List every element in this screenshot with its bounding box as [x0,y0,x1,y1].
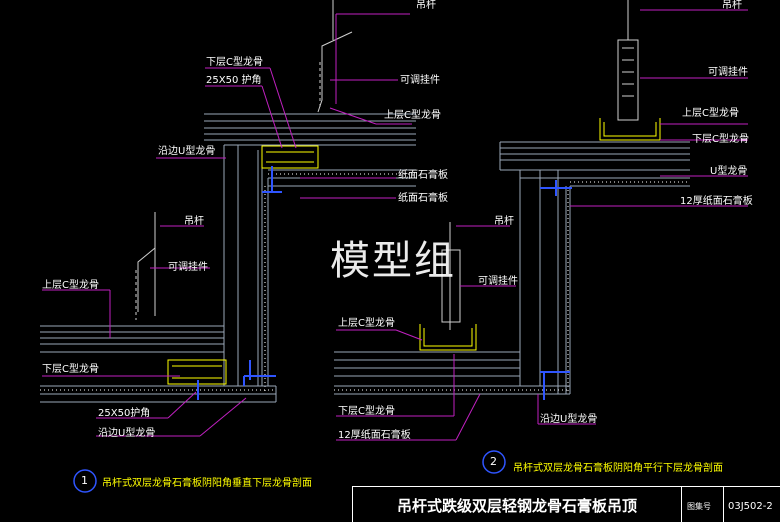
detail-1-marker [73,469,97,493]
label-12mm-board: 12厚纸面石膏板 [338,430,411,441]
label-gypsum-board: 纸面石膏板 [398,193,448,204]
label-angle-bead: 25X50 护角 [206,75,262,86]
title-block-divider [681,487,682,522]
label-upper-c-joist: 上层C型龙骨 [682,108,739,119]
label-edge-u-joist: 沿边U型龙骨 [98,428,156,439]
label-hanger-rod: 吊杆 [722,0,742,11]
label-lower-c-joist: 下层C型龙骨 [206,57,263,68]
adjustable-hanger-line [317,31,353,113]
left-detail-caption: 吊杆式双层龙骨石膏板阴阳角垂直下层龙骨剖面 [102,478,312,489]
watermark-text: 模型组 [330,238,456,284]
label-u-joist: U型龙骨 [710,166,748,177]
drawing-title: 吊杆式跌级双层轻钢龙骨石膏板吊顶 [397,497,638,515]
label-hanger-rod: 吊杆 [416,0,436,11]
label-12mm-board: 12厚纸面石膏板 [680,196,753,207]
label-adjustable-hanger: 可调挂件 [478,276,518,287]
label-adjustable-hanger: 可调挂件 [400,75,440,86]
label-hanger-rod: 吊杆 [494,216,514,227]
label-lower-c-joist: 下层C型龙骨 [338,406,395,417]
label-edge-u-joist: 沿边U型龙骨 [158,146,216,157]
label-upper-c-joist: 上层C型龙骨 [338,318,395,329]
label-lower-c-joist: 下层C型龙骨 [692,134,749,145]
right-detail-caption: 吊杆式双层龙骨石膏板阴阳角平行下层龙骨剖面 [513,463,723,474]
label-adjustable-hanger: 可调挂件 [708,67,748,78]
title-block: 吊杆式跌级双层轻钢龙骨石膏板吊顶 图集号 03J502-2 [352,486,780,522]
atlas-number-label: 图集号 [687,502,711,511]
detail-2-number: 2 [490,455,497,468]
atlas-number: 03J502-2 [728,501,773,512]
label-upper-c-joist: 上层C型龙骨 [384,110,441,121]
detail-1-number: 1 [81,474,88,487]
label-lower-c-joist: 下层C型龙骨 [42,364,99,375]
label-gypsum-board: 纸面石膏板 [398,170,448,181]
label-upper-c-joist: 上层C型龙骨 [42,280,99,291]
label-edge-u-joist: 沿边U型龙骨 [540,414,598,425]
detail-2-marker [482,450,506,474]
title-block-divider [723,487,724,522]
label-angle-bead: 25X50护角 [98,408,151,419]
label-adjustable-hanger: 可调挂件 [168,262,208,273]
label-hanger-rod: 吊杆 [184,216,204,227]
